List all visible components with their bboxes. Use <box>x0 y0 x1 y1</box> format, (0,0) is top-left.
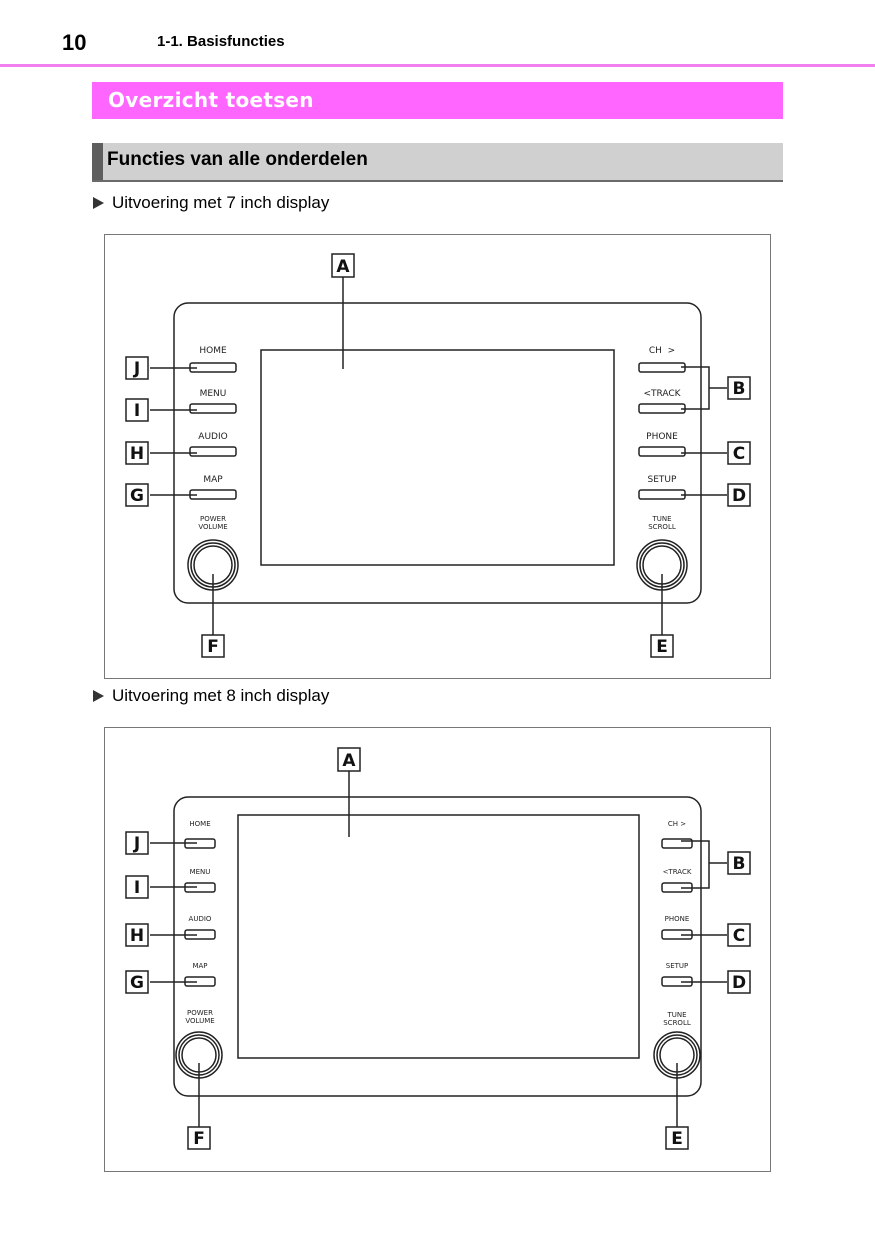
callout-e: E <box>671 1129 683 1149</box>
callout-g: G <box>130 973 144 993</box>
power-label: POWER <box>187 1009 213 1017</box>
scroll-label: SCROLL <box>648 523 676 531</box>
callout-a: A <box>342 751 356 771</box>
figure-7inch-display: HOME MENU AUDIO MAP POWER VOLUME CH > <T… <box>104 234 771 679</box>
tune-label: TUNE <box>666 1011 686 1019</box>
head-unit-body <box>173 796 702 1097</box>
callout-e: E <box>656 637 668 657</box>
callout-i: I <box>134 401 140 421</box>
subsection-heading: Functies van alle onderdelen <box>92 143 783 182</box>
callout-g: G <box>130 486 144 506</box>
caption-text: Uitvoering met 8 inch display <box>112 686 330 705</box>
header-rule <box>0 64 875 67</box>
bullet-triangle-icon <box>93 690 104 702</box>
setup-label: SETUP <box>666 962 689 970</box>
head-unit-body <box>173 302 702 604</box>
chapter-title: 1-1. Basisfuncties <box>157 33 285 50</box>
display-screen <box>260 349 615 566</box>
subsection-title: Functies van alle onderdelen <box>107 149 368 170</box>
subsection-accent <box>92 143 103 180</box>
track-prev-button[interactable] <box>638 403 686 414</box>
setup-label: SETUP <box>648 475 677 485</box>
callout-f: F <box>207 637 219 657</box>
caption-text: Uitvoering met 7 inch display <box>112 193 330 212</box>
audio-button[interactable] <box>189 446 237 457</box>
diagram-7inch: HOME MENU AUDIO MAP POWER VOLUME CH > <T… <box>125 253 751 658</box>
ch-label: CH > <box>668 820 686 828</box>
home-label: HOME <box>199 346 227 356</box>
ch-label: CH > <box>649 346 675 356</box>
volume-label: VOLUME <box>185 1017 214 1025</box>
callout-d: D <box>732 486 746 506</box>
menu-label: MENU <box>190 868 211 876</box>
menu-button[interactable] <box>189 403 237 414</box>
figure-caption-7inch: Uitvoering met 7 inch display <box>93 193 329 213</box>
display-screen <box>237 814 640 1059</box>
tune-label: TUNE <box>651 515 671 523</box>
callout-c: C <box>733 926 745 946</box>
audio-label: AUDIO <box>198 432 227 442</box>
ch-next-button[interactable] <box>638 362 686 373</box>
phone-label: PHONE <box>665 915 690 923</box>
callout-h: H <box>130 444 144 464</box>
callout-j: J <box>133 359 140 379</box>
diagram-8inch: HOME MENU AUDIO MAP POWER VOLUME CH > <T… <box>125 747 751 1150</box>
power-label: POWER <box>200 515 226 523</box>
home-label: HOME <box>189 820 210 828</box>
track-label: <TRACK <box>643 389 681 399</box>
callout-a: A <box>336 257 350 277</box>
figure-caption-8inch: Uitvoering met 8 inch display <box>93 686 329 706</box>
callout-i: I <box>134 878 140 898</box>
setup-button[interactable] <box>638 489 686 500</box>
callout-j: J <box>133 834 140 854</box>
page-number: 10 <box>62 30 87 55</box>
map-label: MAP <box>192 962 207 970</box>
map-label: MAP <box>203 475 223 485</box>
menu-label: MENU <box>200 389 227 399</box>
audio-label: AUDIO <box>189 915 212 923</box>
callout-b: B <box>733 854 746 874</box>
callout-h: H <box>130 926 144 946</box>
section-title: Overzicht toetsen <box>108 88 314 112</box>
scroll-label: SCROLL <box>663 1019 691 1027</box>
callout-b: B <box>733 379 746 399</box>
phone-button[interactable] <box>638 446 686 457</box>
phone-label: PHONE <box>646 432 678 442</box>
figure-8inch-display: HOME MENU AUDIO MAP POWER VOLUME CH > <T… <box>104 727 771 1172</box>
callout-d: D <box>732 973 746 993</box>
track-label: <TRACK <box>663 868 692 876</box>
section-heading: Overzicht toetsen <box>92 82 783 119</box>
bullet-triangle-icon <box>93 197 104 209</box>
callout-f: F <box>193 1129 205 1149</box>
ch-next-button[interactable] <box>661 838 693 849</box>
callout-c: C <box>733 444 745 464</box>
volume-label: VOLUME <box>198 523 227 531</box>
